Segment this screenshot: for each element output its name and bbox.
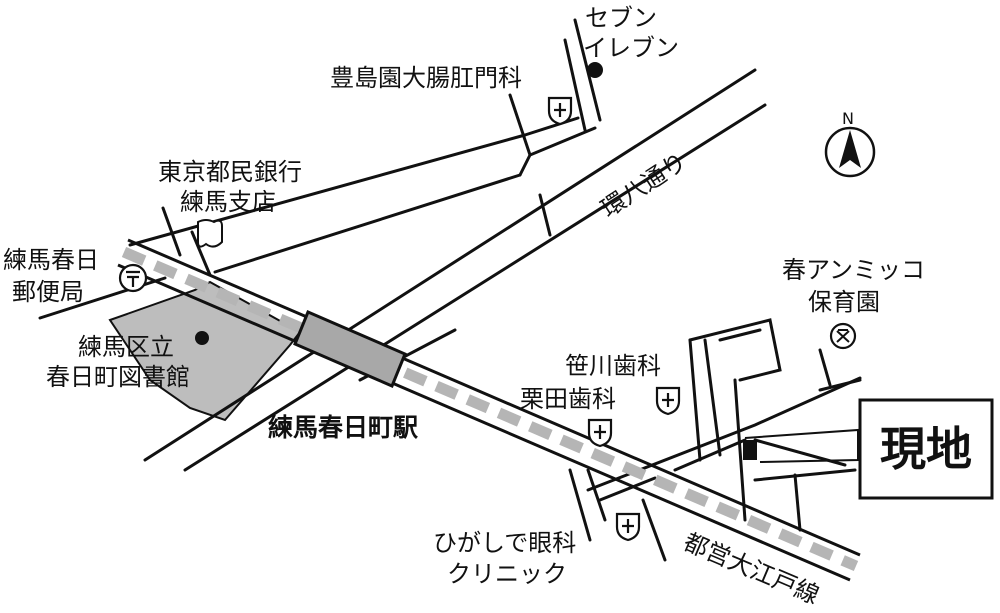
road-lower-right-f — [641, 498, 667, 562]
eye-clinic-label-2: クリニック — [447, 560, 567, 588]
subway-line-label: 都営大江戸線 — [680, 528, 823, 610]
road-lower-right-a — [586, 376, 862, 492]
genchi-label: 現地 — [880, 422, 972, 476]
road-vertical-clinic-b — [563, 38, 587, 132]
north-arrow-icon — [824, 126, 876, 178]
site-marker-icon — [743, 440, 757, 460]
post-office-icon — [118, 263, 148, 293]
road-lower-right-c — [673, 438, 747, 472]
bank-label-2: 練馬支店 — [180, 188, 276, 216]
genchi-box — [858, 398, 994, 500]
road-lower-right-h — [703, 338, 722, 457]
library-label-1: 練馬区立 — [78, 333, 174, 361]
road-lower-right-e — [586, 468, 607, 522]
road-bank-left — [161, 206, 182, 257]
road-bank-right — [190, 230, 212, 277]
hospital-icon-kurita — [587, 418, 613, 448]
seven-eleven-label-2: イレブン — [583, 34, 679, 62]
seven-eleven-label-1: セブン — [585, 4, 657, 32]
post-office-label-1: 練馬春日 — [3, 246, 99, 274]
station-label: 練馬春日町駅 — [268, 413, 418, 442]
road-kanpachi-upper — [143, 68, 757, 462]
road-vertical-clinic-a — [508, 93, 532, 157]
road-branch-1 — [518, 126, 597, 177]
road-lower-right-i — [688, 318, 782, 382]
eye-clinic-label-1: ひがしで眼科 — [433, 529, 576, 557]
roads — [38, 18, 862, 562]
hospital-icon-colon — [547, 96, 573, 126]
road-lower-right-m — [793, 473, 802, 532]
road-lower-right-n — [818, 378, 862, 392]
nursery-label-1: 春アンミッコ — [782, 256, 925, 284]
road-lower-right-k — [733, 378, 747, 522]
north-label: N — [842, 109, 854, 128]
nursery-label-2: 保育園 — [808, 288, 880, 316]
road-lower-right-j — [718, 328, 762, 342]
bank-label-1: 東京都民銀行 — [158, 158, 302, 186]
subway-line-edge-bottom — [117, 263, 851, 582]
nursery-icon — [829, 322, 857, 350]
dental-sasakawa-label: 笹川歯科 — [565, 352, 661, 380]
library-label-2: 春日町図書館 — [46, 363, 190, 391]
road-branch-3 — [538, 193, 552, 237]
kanpachi-label: 環八通り — [596, 147, 692, 223]
hospital-icon-eye — [615, 512, 641, 542]
road-upper-left-a — [128, 133, 527, 247]
library-dot-icon — [195, 331, 209, 345]
dental-kurita-label: 栗田歯科 — [520, 385, 616, 413]
road-lower-right-l — [753, 468, 857, 482]
road-lower-right-o — [818, 348, 832, 387]
road-lower-right-d — [568, 468, 592, 542]
station-building — [293, 310, 407, 388]
subway-line-dashes — [121, 246, 859, 572]
clinic-colon-label: 豊島園大腸肛門科 — [330, 64, 522, 92]
subway-line — [117, 238, 861, 582]
bank-icon — [197, 219, 223, 248]
site-leader — [744, 428, 859, 463]
road-kanpachi-lower — [183, 103, 767, 472]
hospital-icon-sasakawa — [655, 386, 681, 416]
seven-eleven-dot-icon — [587, 62, 603, 78]
road-lower-right-g — [688, 338, 702, 462]
road-lower-right-b — [598, 476, 657, 502]
subway-line-edge-top — [127, 238, 861, 557]
post-office-label-2: 郵便局 — [12, 278, 84, 306]
road-branch-2 — [523, 116, 580, 137]
road-upper-left-b — [213, 173, 522, 274]
